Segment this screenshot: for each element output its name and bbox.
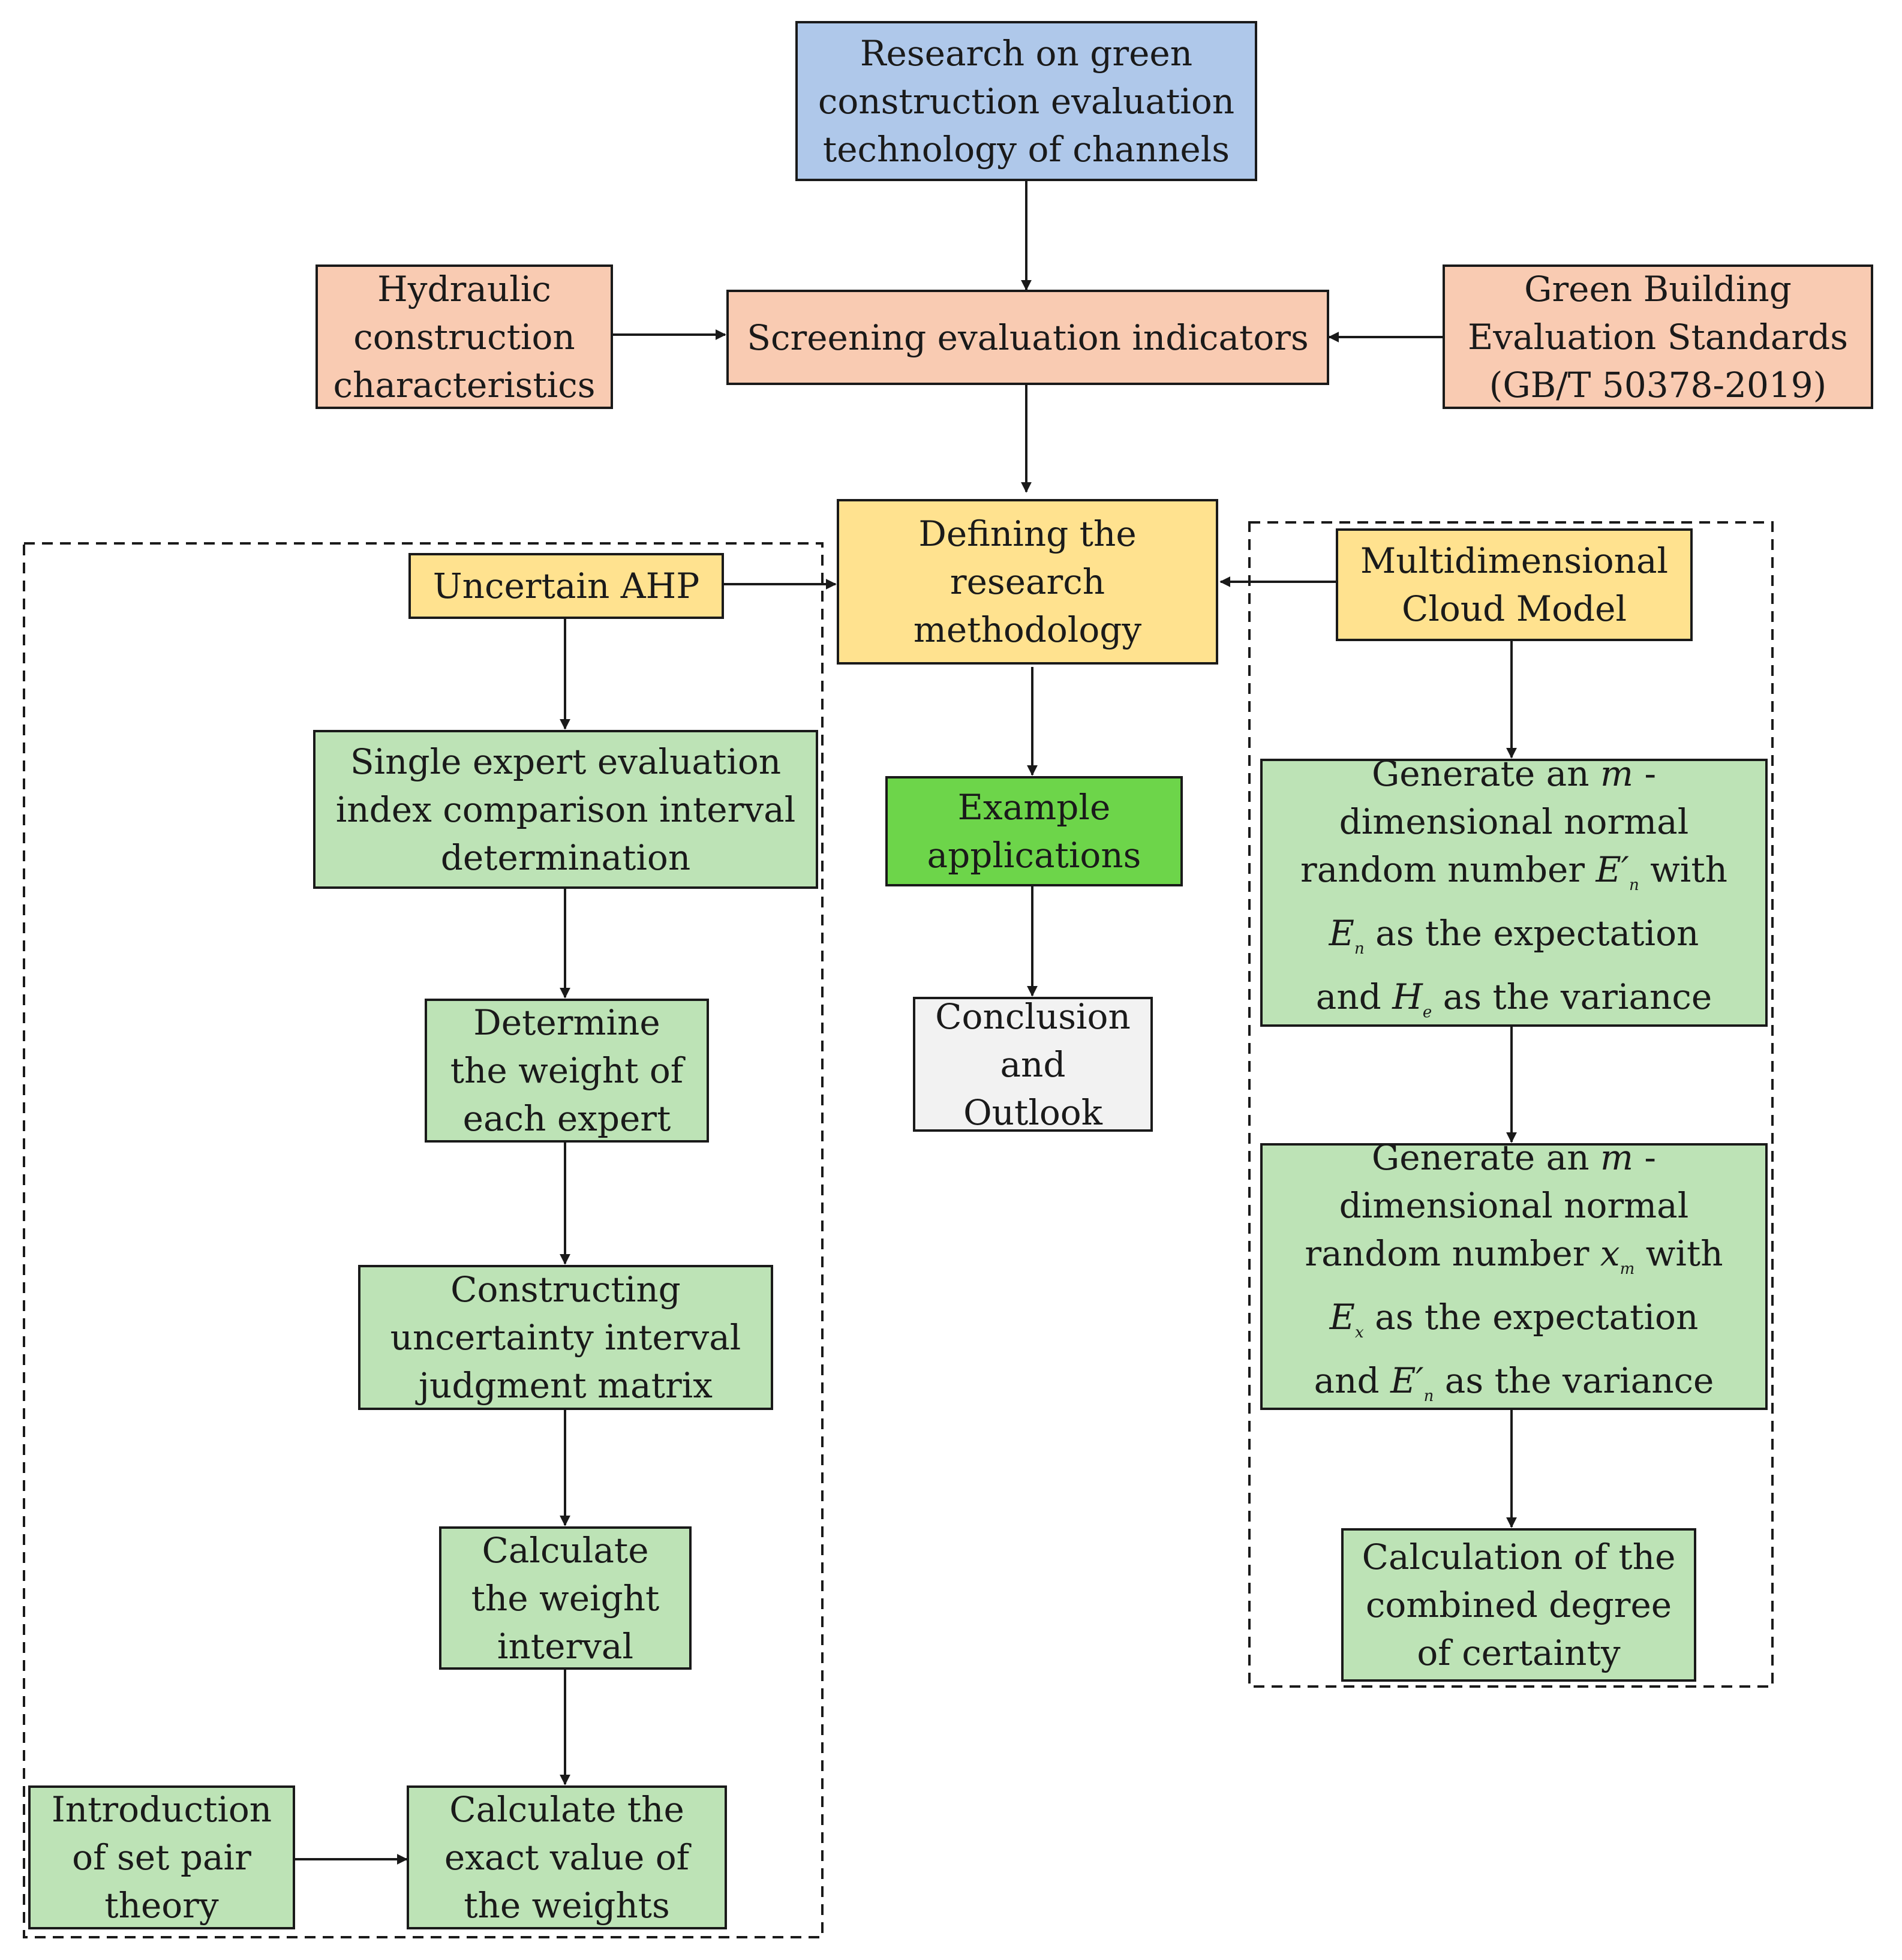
hydraulic-characteristics-text: Hydraulic construction characteristics: [333, 268, 596, 405]
uncertain-ahp-box: Uncertain AHP: [408, 553, 724, 619]
expert-weight-box: Determine the weight of each expert: [425, 999, 709, 1143]
research-topic-box: Research on green construction evaluatio…: [795, 21, 1257, 181]
set-pair-theory-text: Introduction of set pair theory: [51, 1789, 272, 1926]
single-expert-box: Single expert evaluation index compariso…: [313, 730, 818, 889]
conclusion-outlook-text: Conclusion and Outlook: [935, 996, 1131, 1133]
set-pair-theory-box: Introduction of set pair theory: [28, 1785, 295, 1929]
example-applications-box: Example applications: [885, 776, 1183, 886]
green-building-standards-text: Green Building Evaluation Standards (GB/…: [1467, 268, 1849, 405]
generate-normal-random-1-text: Generate an m - dimensional normal rando…: [1300, 753, 1728, 1021]
single-expert-text: Single expert evaluation index compariso…: [335, 741, 796, 878]
conclusion-outlook-box: Conclusion and Outlook: [913, 996, 1153, 1133]
uncertain-ahp-text: Uncertain AHP: [432, 566, 700, 606]
weight-interval-text: Calculate the weight interval: [471, 1529, 660, 1667]
constructing-matrix-text: Constructing uncertainty interval judgme…: [390, 1269, 741, 1406]
cloud-group-boundary: [1248, 521, 1774, 1688]
combined-certainty-text: Calculation of the combined degree of ce…: [1362, 1537, 1676, 1673]
expert-weight-text: Determine the weight of each expert: [450, 1002, 684, 1139]
cloud-model-box: Multidimensional Cloud Model: [1336, 528, 1693, 641]
green-building-standards-box: Green Building Evaluation Standards (GB/…: [1443, 264, 1873, 409]
screening-indicators-text: Screening evaluation indicators: [747, 317, 1309, 358]
screening-indicators-box: Screening evaluation indicators: [726, 290, 1329, 385]
generate-normal-random-2-box: Generate an m - dimensional normal rando…: [1260, 1137, 1768, 1410]
hydraulic-characteristics-box: Hydraulic construction characteristics: [316, 264, 613, 409]
cloud-model-text: Multidimensional Cloud Model: [1360, 540, 1669, 629]
generate-normal-random-2-text: Generate an m - dimensional normal rando…: [1305, 1137, 1723, 1405]
exact-value-box: Calculate the exact value of the weights: [407, 1785, 727, 1929]
constructing-matrix-box: Constructing uncertainty interval judgme…: [358, 1265, 773, 1410]
ahp-group-boundary: [23, 542, 824, 1938]
defining-methodology-text: Defining the research methodology: [913, 513, 1142, 650]
generate-normal-random-1-box: Generate an m - dimensional normal rando…: [1260, 753, 1768, 1027]
defining-methodology-box: Defining the research methodology: [837, 499, 1218, 665]
exact-value-text: Calculate the exact value of the weights: [444, 1789, 690, 1926]
example-applications-text: Example applications: [927, 787, 1141, 876]
research-topic-text: Research on green construction evaluatio…: [818, 32, 1235, 170]
weight-interval-box: Calculate the weight interval: [439, 1526, 692, 1670]
combined-certainty-box: Calculation of the combined degree of ce…: [1341, 1528, 1696, 1682]
